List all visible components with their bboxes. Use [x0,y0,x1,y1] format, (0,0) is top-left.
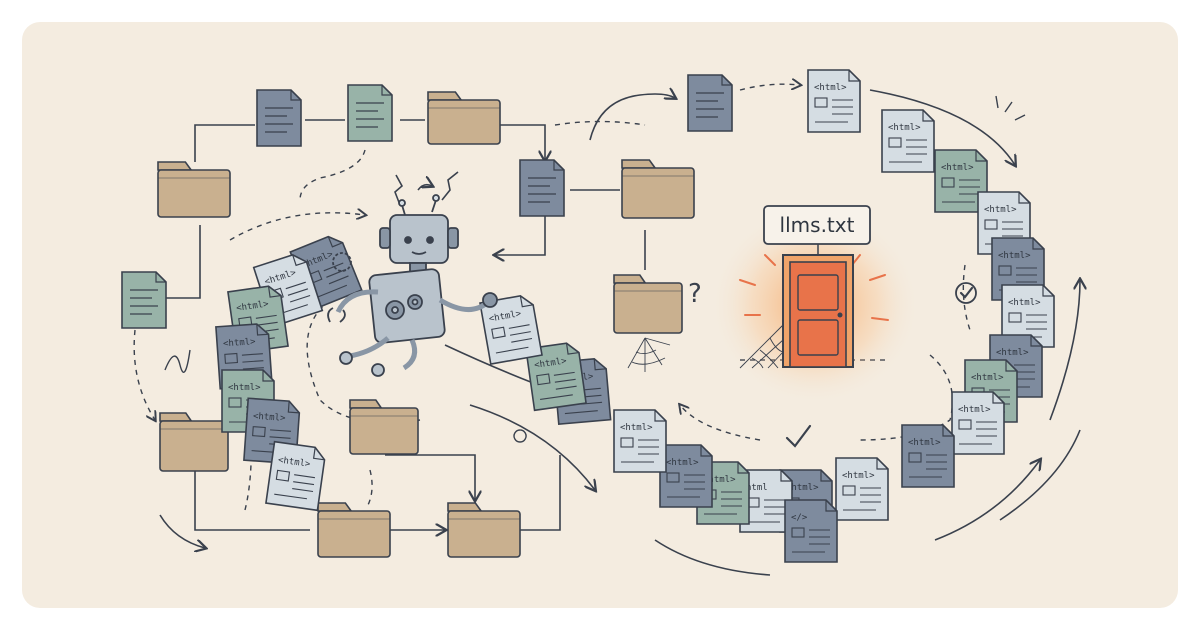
html-document-icon: <html> [835,457,889,521]
folder-icon [349,399,419,455]
robot-head [389,214,449,264]
llms-sign [763,205,871,245]
html-document-icon: <html> [951,391,1005,455]
document-icon [256,89,302,147]
robot-body [368,268,446,344]
flow-arrows [159,90,1080,576]
question-mark: ? [688,279,702,309]
folder-icon [427,91,501,145]
html-tag-label: <html> [941,163,974,173]
html-document-icon: <html> [1001,284,1055,348]
llms-door-group: llms.txt [710,205,920,405]
html-tag-label: <html> [888,123,921,133]
html-documents-layer: <html><html><html><html><html><html><htm… [215,69,1055,563]
html-tag-label: <html> [253,412,287,424]
check-circle-icon [955,282,977,304]
html-tag-label: <html> [1008,298,1041,308]
checkmarks [785,282,977,448]
antenna-sparks [394,171,459,206]
folder-icon [621,159,695,219]
folder-icon [317,502,391,558]
cobweb-folder [627,337,671,372]
html-tag-label: <html> [703,475,736,485]
scribbles [164,95,1026,443]
html-tag-label: <html> [958,405,991,415]
html-document-icon: <html> [807,69,861,133]
html-tag-label: <html> [534,356,568,371]
html-tag-label: <html> [998,251,1031,261]
html-tag-label: <html> [814,83,847,93]
document-icon [121,271,167,329]
html-document-icon: <html> [525,342,587,412]
html-tag-label: <html> [620,423,653,433]
glow-rays [739,254,889,321]
folder-icon [447,502,521,558]
html-document-icon: <html> [479,295,543,365]
html-document-icon: <html> [265,440,326,512]
folders-layer [157,91,695,558]
robot-eye-left [404,236,412,244]
html-tag-label: <html> [996,348,1029,358]
html-document-icon: <html> [901,424,955,488]
html-tag-label: <html> [666,458,699,468]
folder-tree-connectors [160,119,646,530]
robot-eye-right [426,236,434,244]
html-tag-label: <html> [984,205,1017,215]
html-tag-label: <html> [223,337,257,349]
cobweb-door [739,324,784,369]
html-tag-label: <html> [908,438,941,448]
folder-icon [157,161,231,218]
html-tag-label: <html> [236,299,270,314]
document-icon [687,74,733,132]
side-gear-icon [332,252,352,272]
document-icon [347,84,393,142]
folder-icon [159,412,229,472]
llms-sign-text: llms.txt [780,213,855,237]
html-tag-label: <html> [971,373,1004,383]
html-tag-label: </> [791,513,808,523]
check-icon [785,424,812,448]
html-document-icon: <html> [613,409,667,473]
html-document-icon: <html> [881,109,935,173]
door-knob [837,312,843,318]
html-document-icon: </> [784,499,838,563]
door [789,261,847,368]
html-tag-label: <html> [786,483,819,493]
html-document-icon: <html> [659,444,713,508]
html-tag-label: <html> [228,383,261,393]
html-tag-label: html [746,483,768,493]
html-document-icon: <html> [934,149,988,213]
robot [327,171,498,377]
document-icon [519,159,565,217]
html-tag-label: <html> [842,471,875,481]
plain-documents-layer [121,74,733,329]
html-tag-label: <html> [277,455,311,470]
folder-icon [613,274,683,334]
